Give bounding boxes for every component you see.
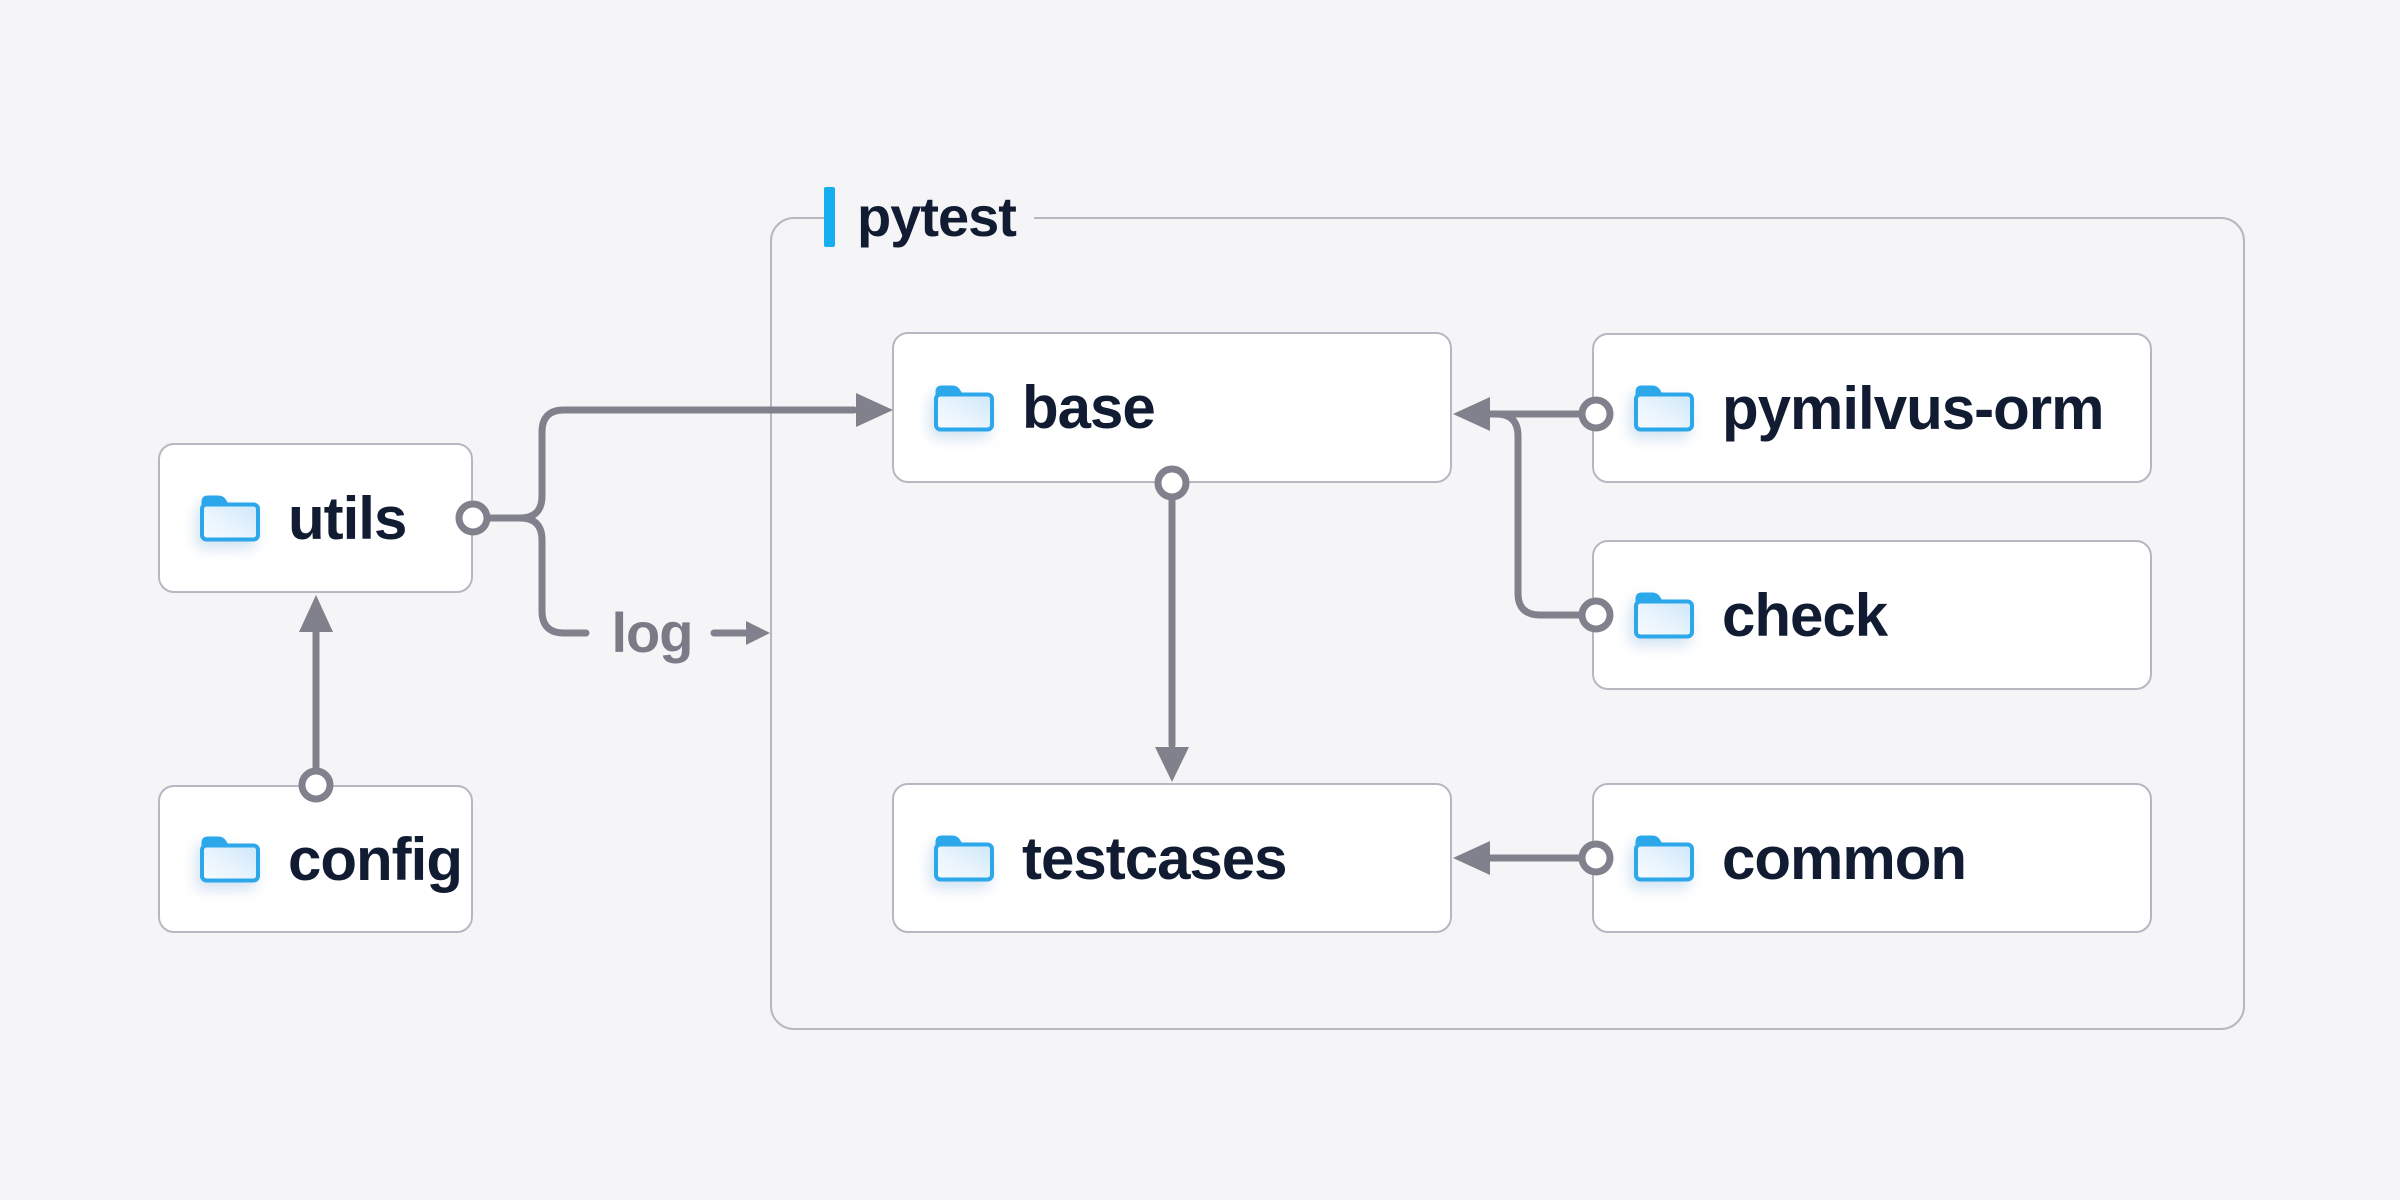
node-label: common: [1722, 824, 1967, 892]
node-label: base: [1022, 374, 1156, 441]
folder-icon: [934, 384, 994, 431]
node-check[interactable]: check: [1592, 540, 2152, 690]
edge-label-log: log: [611, 601, 694, 664]
node-config[interactable]: config: [158, 785, 473, 933]
arrowhead-log: [746, 621, 770, 645]
node-label: testcases: [1022, 824, 1288, 892]
folder-icon: [1634, 592, 1694, 639]
node-label: pymilvus-orm: [1722, 374, 2104, 442]
folder-icon: [1634, 835, 1694, 882]
folder-icon: [200, 495, 260, 542]
arrowhead-into-utils: [299, 595, 333, 632]
node-label: check: [1722, 581, 1888, 649]
node-base[interactable]: base: [892, 332, 1452, 483]
folder-icon: [200, 836, 260, 883]
node-pymilvus-orm[interactable]: pymilvus-orm: [1592, 333, 2152, 483]
node-common[interactable]: common: [1592, 783, 2152, 933]
folder-icon: [1634, 385, 1694, 432]
accent-bar: [824, 187, 835, 247]
node-testcases[interactable]: testcases: [892, 783, 1452, 933]
edge-line-utils-log: [483, 514, 590, 637]
pytest-group-label: pytest: [824, 186, 1034, 248]
node-utils[interactable]: utils: [158, 443, 473, 593]
folder-icon: [934, 835, 994, 882]
pytest-group-box: [770, 217, 2245, 1030]
node-label: utils: [288, 484, 407, 552]
node-label: config: [288, 825, 463, 893]
group-label-text: pytest: [857, 185, 1017, 248]
